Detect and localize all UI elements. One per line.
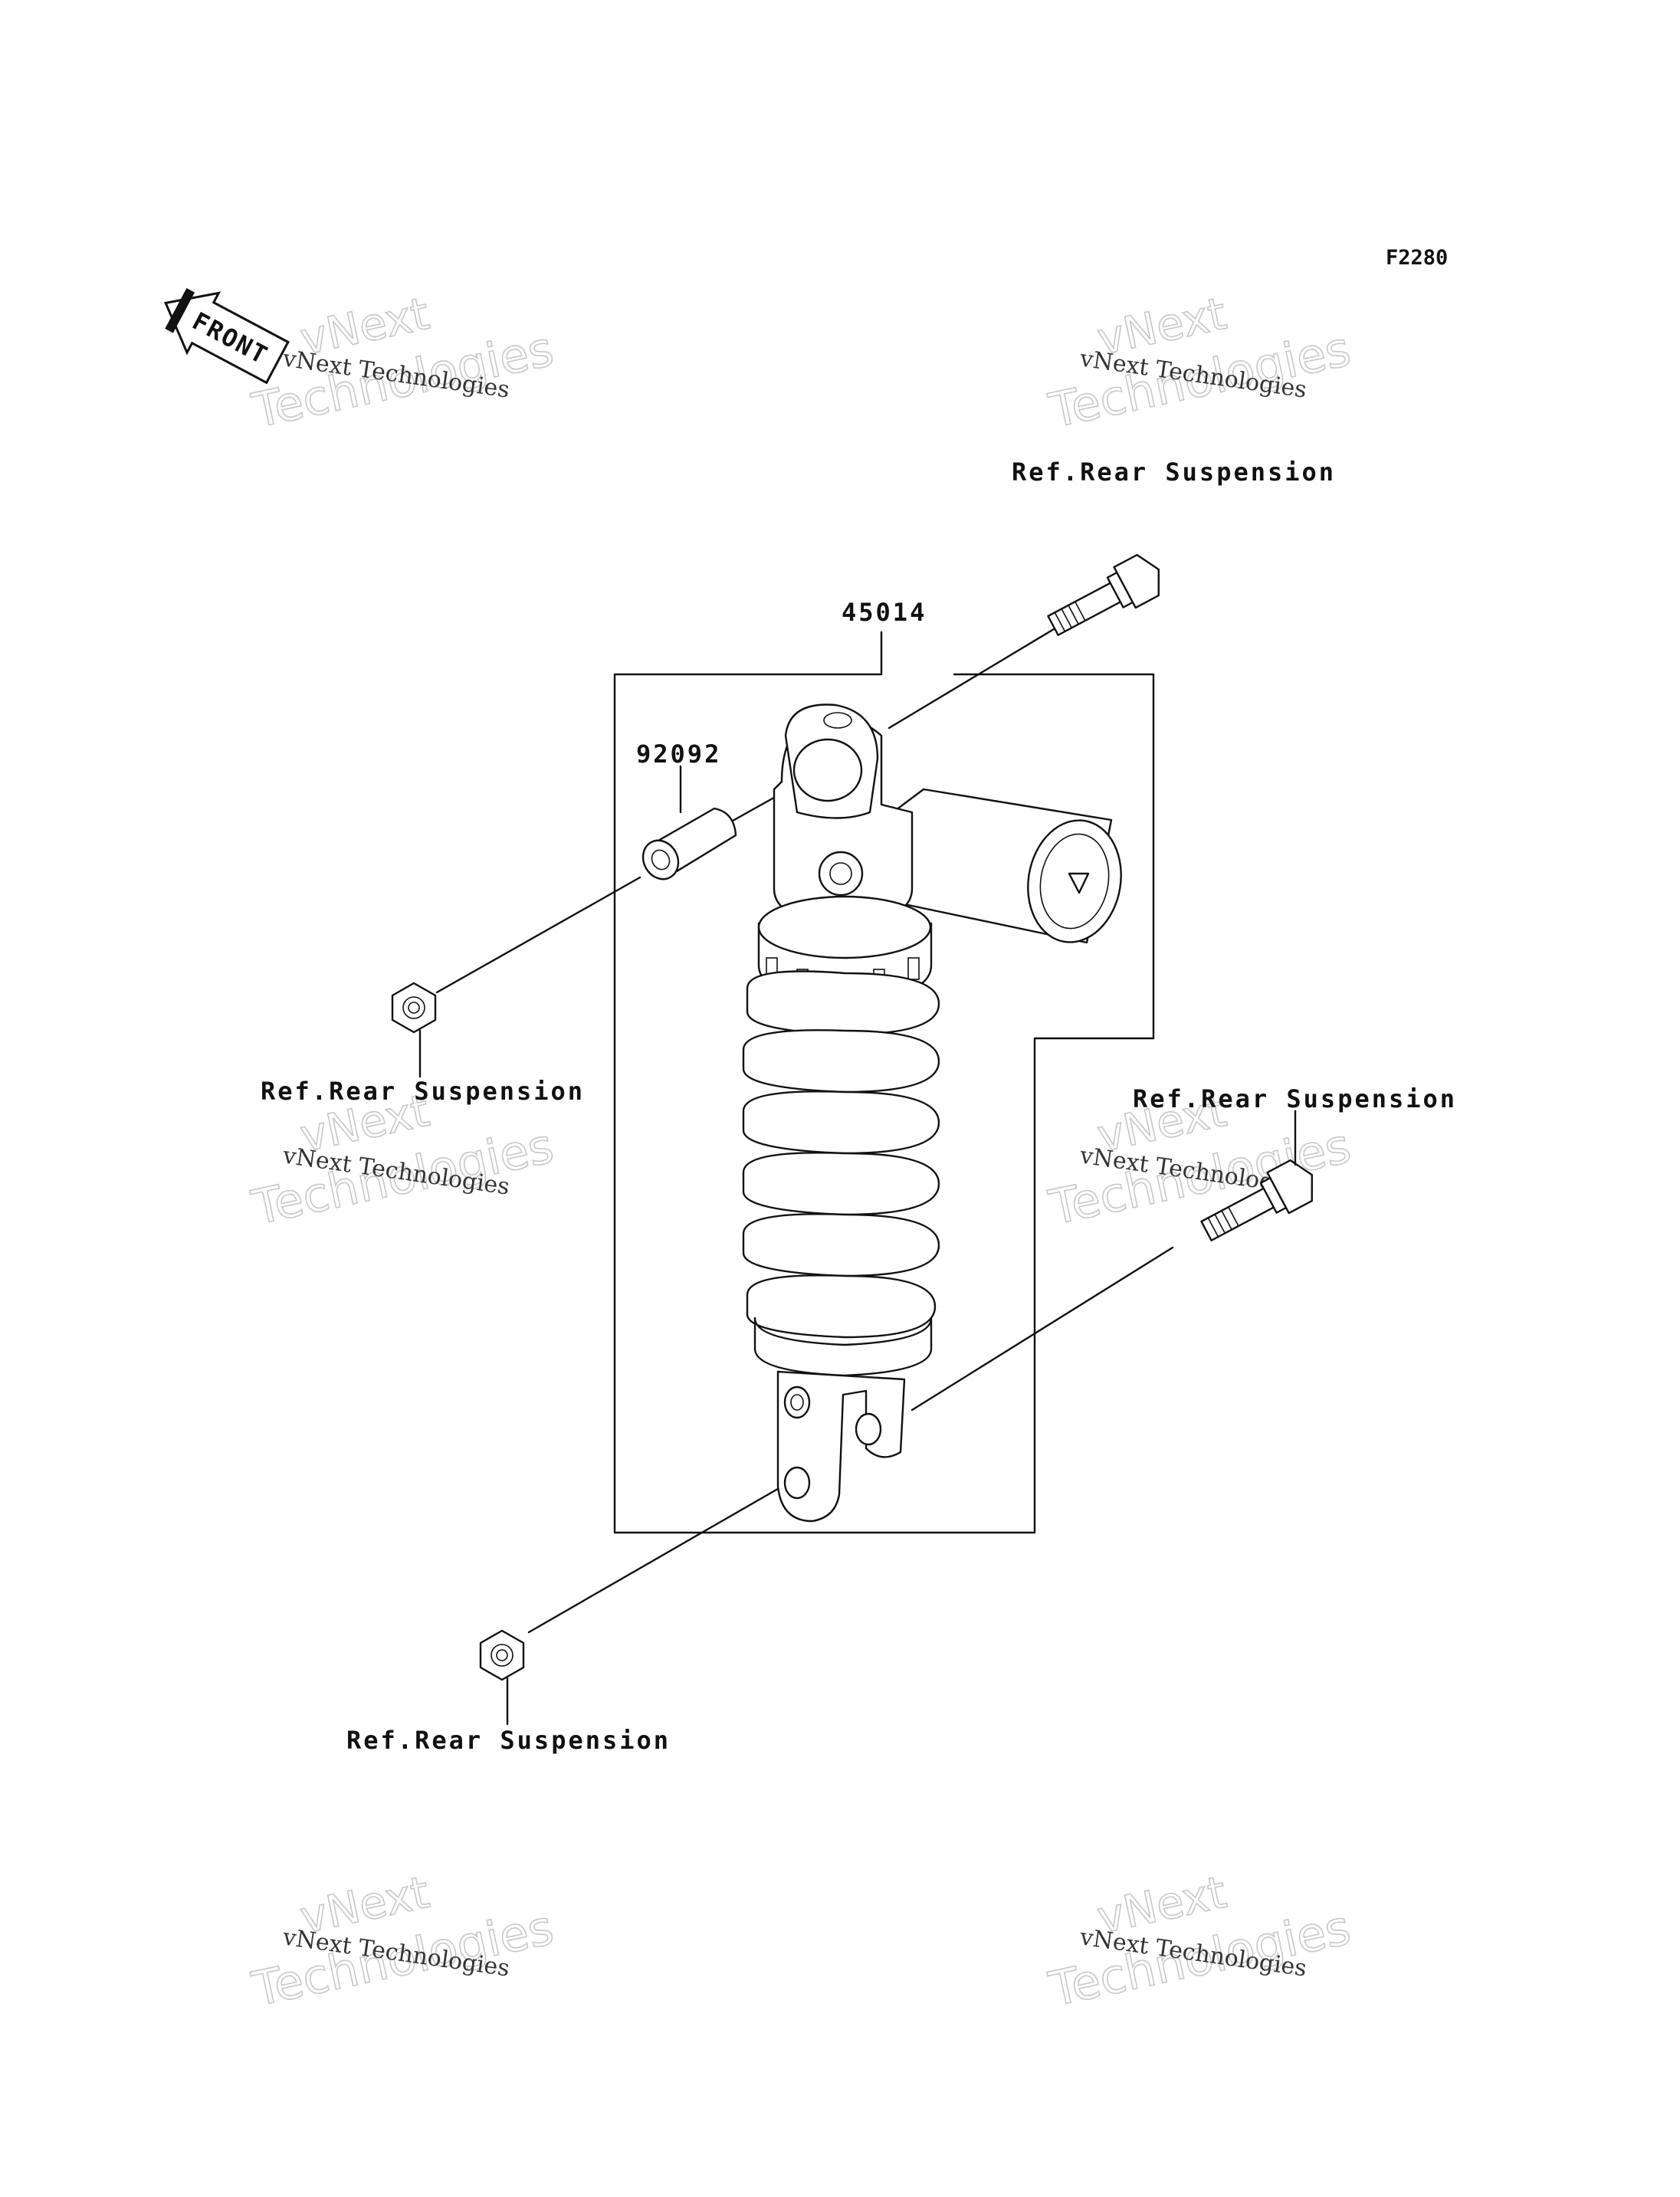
watermark-2: vNext Technologies vNext Technologies xyxy=(1044,287,1356,439)
upper-nut xyxy=(391,982,437,1034)
watermark-5: vNext Technologies vNext Technologies xyxy=(247,1865,559,2018)
ref-top-bolt: Ref.Rear Suspension xyxy=(1012,457,1336,487)
part-number-45014: 45014 xyxy=(842,598,927,627)
leader-lower-bolt xyxy=(911,1246,1174,1412)
part-number-92092: 92092 xyxy=(636,739,721,769)
ref-lower-bolt: Ref.Rear Suspension xyxy=(1133,1084,1457,1113)
shock-absorber xyxy=(742,703,1122,1523)
assembly-boundary xyxy=(613,673,1155,1534)
ref-upper-nut: Ref.Rear Suspension xyxy=(261,1077,585,1106)
leader-upper-nut xyxy=(435,876,641,994)
ref-lower-nut: Ref.Rear Suspension xyxy=(346,1726,671,1755)
leader-top-bolt xyxy=(888,612,1082,730)
diagram-code: F2280 xyxy=(1386,246,1448,270)
watermark-6: vNext Technologies vNext Technologies xyxy=(1044,1865,1356,2018)
front-arrow-icon: FRONT xyxy=(163,287,290,385)
lower-bolt xyxy=(1200,1159,1313,1241)
collar-92092 xyxy=(641,807,737,880)
watermark-3: vNext Technologies vNext Technologies xyxy=(247,1084,559,1236)
lower-nut xyxy=(479,1629,525,1681)
watermark-1: vNext Technologies vNext Technologies xyxy=(247,287,559,439)
leader-lower-nut xyxy=(527,1485,783,1634)
top-bolt xyxy=(1047,553,1160,636)
